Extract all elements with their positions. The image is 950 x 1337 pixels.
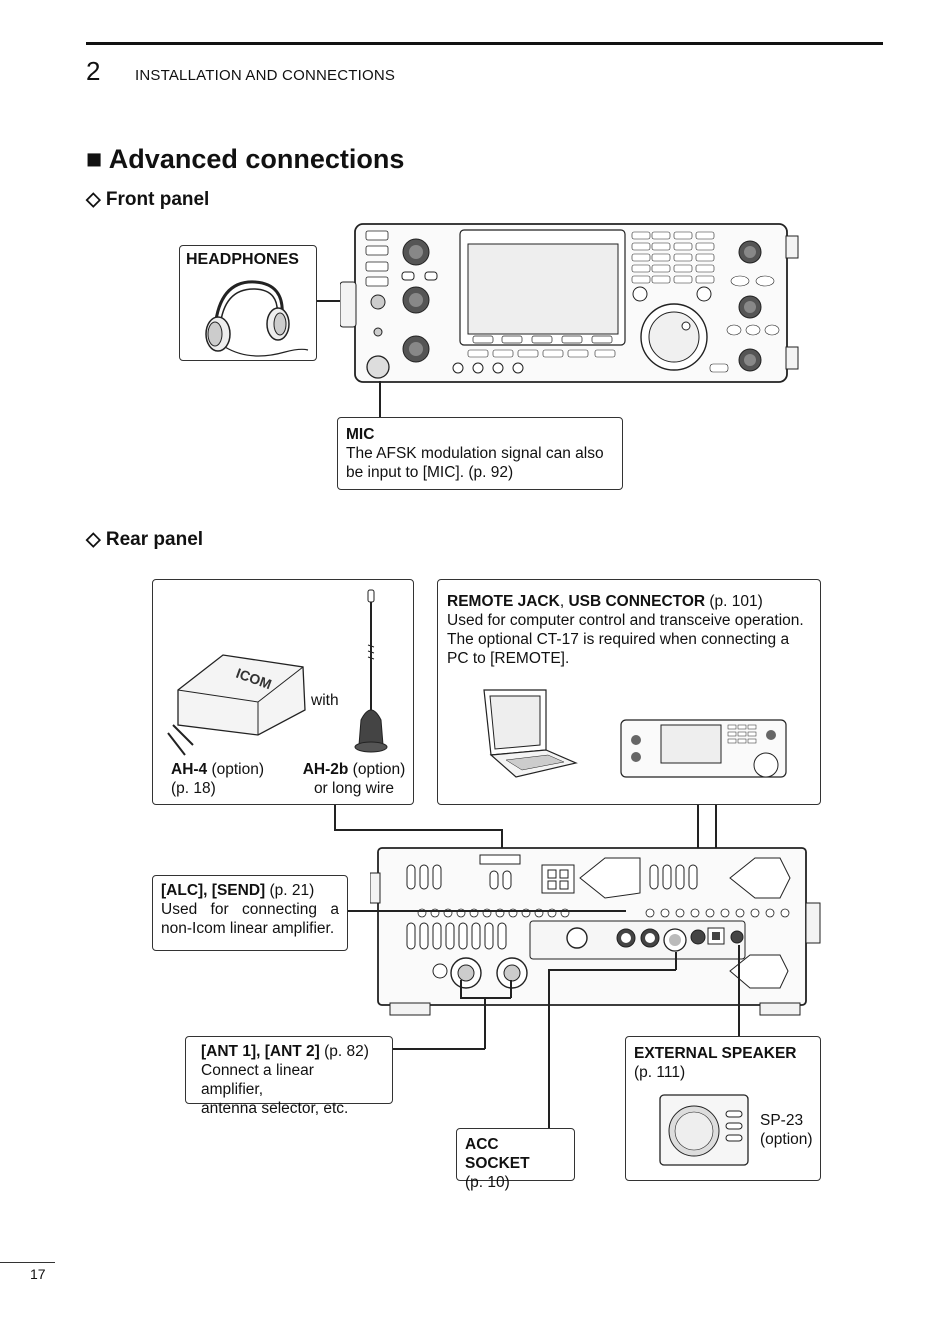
acc-leader-v [548,969,550,1129]
mic-title: MIC [346,426,375,443]
remote-line-1: Used for computer control and transceive… [447,612,804,629]
ah2b-option: (option) [348,761,406,778]
tuner-leader-v [334,805,336,830]
tuner-leader-h [334,829,502,831]
ant-page: (p. 82) [319,1043,369,1060]
headphones-callout: HEADPHONES [179,245,317,361]
ant1-leader [460,980,462,998]
ah2b-label: AH-2b (option) or long wire [299,760,409,798]
mic-text-line-1: The AFSK modulation signal can also [346,445,604,462]
with-label: with [311,692,339,709]
transceiver-front-panel [340,223,799,383]
tuner-leader-drop [501,829,503,859]
alc-line-1: Used for connecting a [161,901,339,918]
headphones-illustration [205,280,309,357]
ant-bracket [460,997,511,999]
mic-callout: MIC The AFSK modulation signal can also … [337,417,623,490]
remote-title-1: REMOTE JACK [447,593,560,610]
ah4-name: AH-4 [171,761,208,778]
mic-leader [379,381,381,419]
rear-panel-title: ◇ Rear panel [86,529,204,550]
alc-title: [ALC], [SEND] [161,882,266,899]
ah2b-name: AH-2b [302,761,349,778]
remote-usb-box: REMOTE JACK, USB CONNECTOR (p. 101) Used… [437,579,821,805]
ext-speaker-title: EXTERNAL SPEAKER [634,1045,797,1062]
remote-line-3: PC to [REMOTE]. [447,650,570,667]
pc-and-transceiver-illustration [483,689,787,778]
transceiver-rear-panel [370,847,821,1016]
ant-leader-v [484,997,486,1049]
header-rule [86,42,883,45]
acc-page: (p. 10) [465,1174,510,1191]
ah4-option: (option) [207,761,265,778]
page-number-rule [0,1262,55,1263]
ant-title: [ANT 1], [ANT 2] [201,1043,320,1060]
remote-line-2: The optional CT-17 is required when conn… [447,631,790,648]
remote-page: (p. 101) [705,593,763,610]
ah4-label: AH-4 (option) (p. 18) [171,760,264,798]
page-number: 17 [30,1266,46,1282]
ant-line-1: Connect a linear amplifier, [201,1062,314,1098]
ext-speaker-callout: EXTERNAL SPEAKER (p. 111) SP-23 (option) [625,1036,821,1181]
acc-callout: ACC SOCKET (p. 10) [456,1128,575,1191]
headphones-label: HEADPHONES [186,251,299,268]
mic-text-line-2: be input to [MIC]. (p. 92) [346,464,514,481]
acc-leader-h [548,969,676,971]
ext-speaker-page: (p. 111) [634,1064,686,1081]
ant-callout: [ANT 1], [ANT 2] (p. 82) Connect a linea… [185,1036,393,1117]
chapter-number: 2 [86,56,101,86]
antenna-tuner-box: ICOM with AH-4 (option) (p. 18) AH-2b (o… [152,579,414,805]
sp23-option: (option) [760,1131,813,1148]
ant-leader-h [393,1048,485,1050]
ah4-page: (p. 18) [171,780,216,797]
speaker-leader [738,945,740,1037]
tuner-antenna-illustration: ICOM [167,589,388,756]
ah2b-alt: or long wire [313,780,395,797]
ant2-leader [510,980,512,998]
chapter-title: INSTALLATION AND CONNECTIONS [135,67,396,84]
alc-page: (p. 21) [265,882,315,899]
sp23-speaker-illustration [659,1094,749,1166]
section-title: ■ Advanced connections [86,144,405,174]
remote-title-2: USB CONNECTOR [568,593,706,610]
sp23-model: SP-23 [760,1112,804,1129]
front-panel-title: ◇ Front panel [86,189,210,210]
remote-sep: , [559,593,569,610]
alc-send-callout: [ALC], [SEND] (p. 21) Used for connectin… [152,875,348,951]
acc-leader-top [675,952,677,970]
acc-title: ACC SOCKET [465,1136,530,1172]
alc-line-2: non-Icom linear amplifier. [161,920,335,937]
alc-leader [348,910,626,912]
ant-line-2: antenna selector, etc. [201,1100,349,1117]
